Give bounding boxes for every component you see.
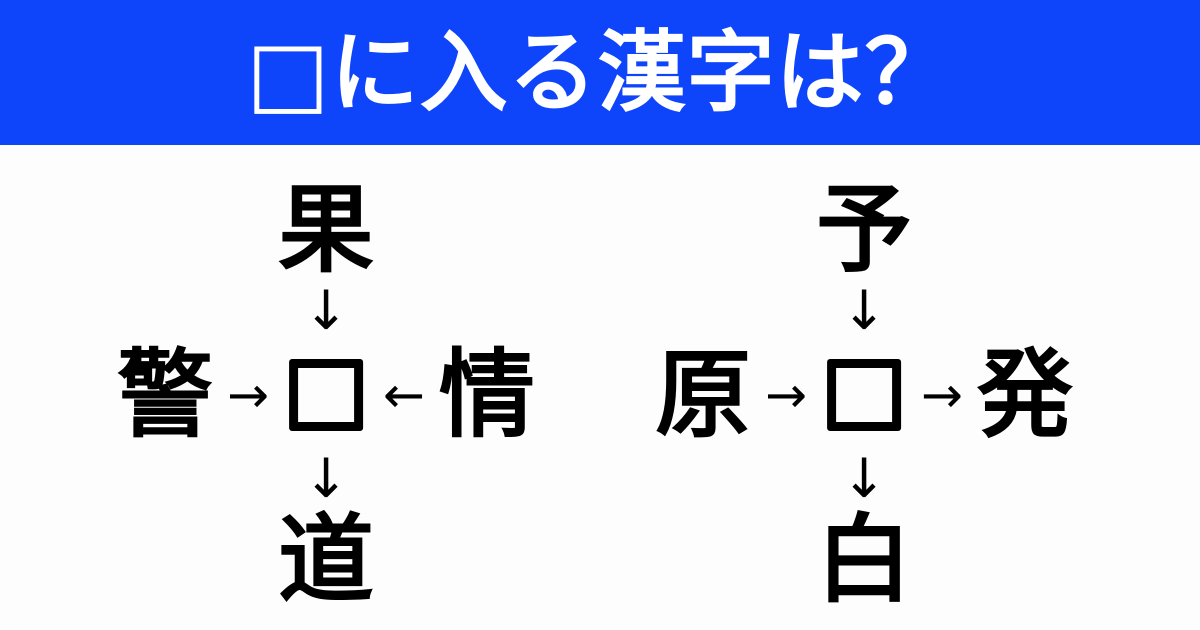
answer-box [827, 359, 901, 431]
puzzle-right: 予 ↓ 原 → → 発 ↓ 白 [655, 145, 1073, 613]
puzzle-left-kanji-right: 情 [438, 339, 535, 451]
puzzle-left-kanji-bottom: 道 [278, 504, 374, 616]
arrow-right-icon: → [765, 366, 807, 424]
arrow-down-icon: ↓ [841, 447, 887, 510]
arrow-right-icon: → [227, 366, 269, 424]
puzzle-right-kanji-bottom: 白 [816, 504, 912, 616]
arrow-down-icon: ↓ [303, 279, 349, 342]
puzzle-left-middle-row: 警 → ← 情 [117, 339, 535, 451]
puzzle-left-kanji-left: 警 [117, 339, 214, 451]
header-banner: □に入る漢字は？ [0, 0, 1200, 145]
puzzle-area: 果 ↓ 警 → ← 情 ↓ 道 予 ↓ 原 → → 発 ↓ 白 [0, 145, 1200, 630]
puzzle-left: 果 ↓ 警 → ← 情 ↓ 道 [117, 145, 535, 613]
puzzle-right-kanji-top: 予 [816, 174, 912, 286]
arrow-down-icon: ↓ [303, 447, 349, 510]
puzzle-right-kanji-right: 発 [976, 339, 1073, 451]
page-title: □に入る漢字は？ [246, 20, 954, 124]
puzzle-left-kanji-top: 果 [278, 174, 374, 286]
arrow-right-icon: → [921, 366, 963, 424]
answer-box [289, 359, 363, 431]
puzzle-right-middle-row: 原 → → 発 [655, 339, 1073, 451]
arrow-down-icon: ↓ [841, 279, 887, 342]
arrow-left-icon: ← [383, 366, 425, 424]
puzzle-right-kanji-left: 原 [655, 339, 752, 451]
